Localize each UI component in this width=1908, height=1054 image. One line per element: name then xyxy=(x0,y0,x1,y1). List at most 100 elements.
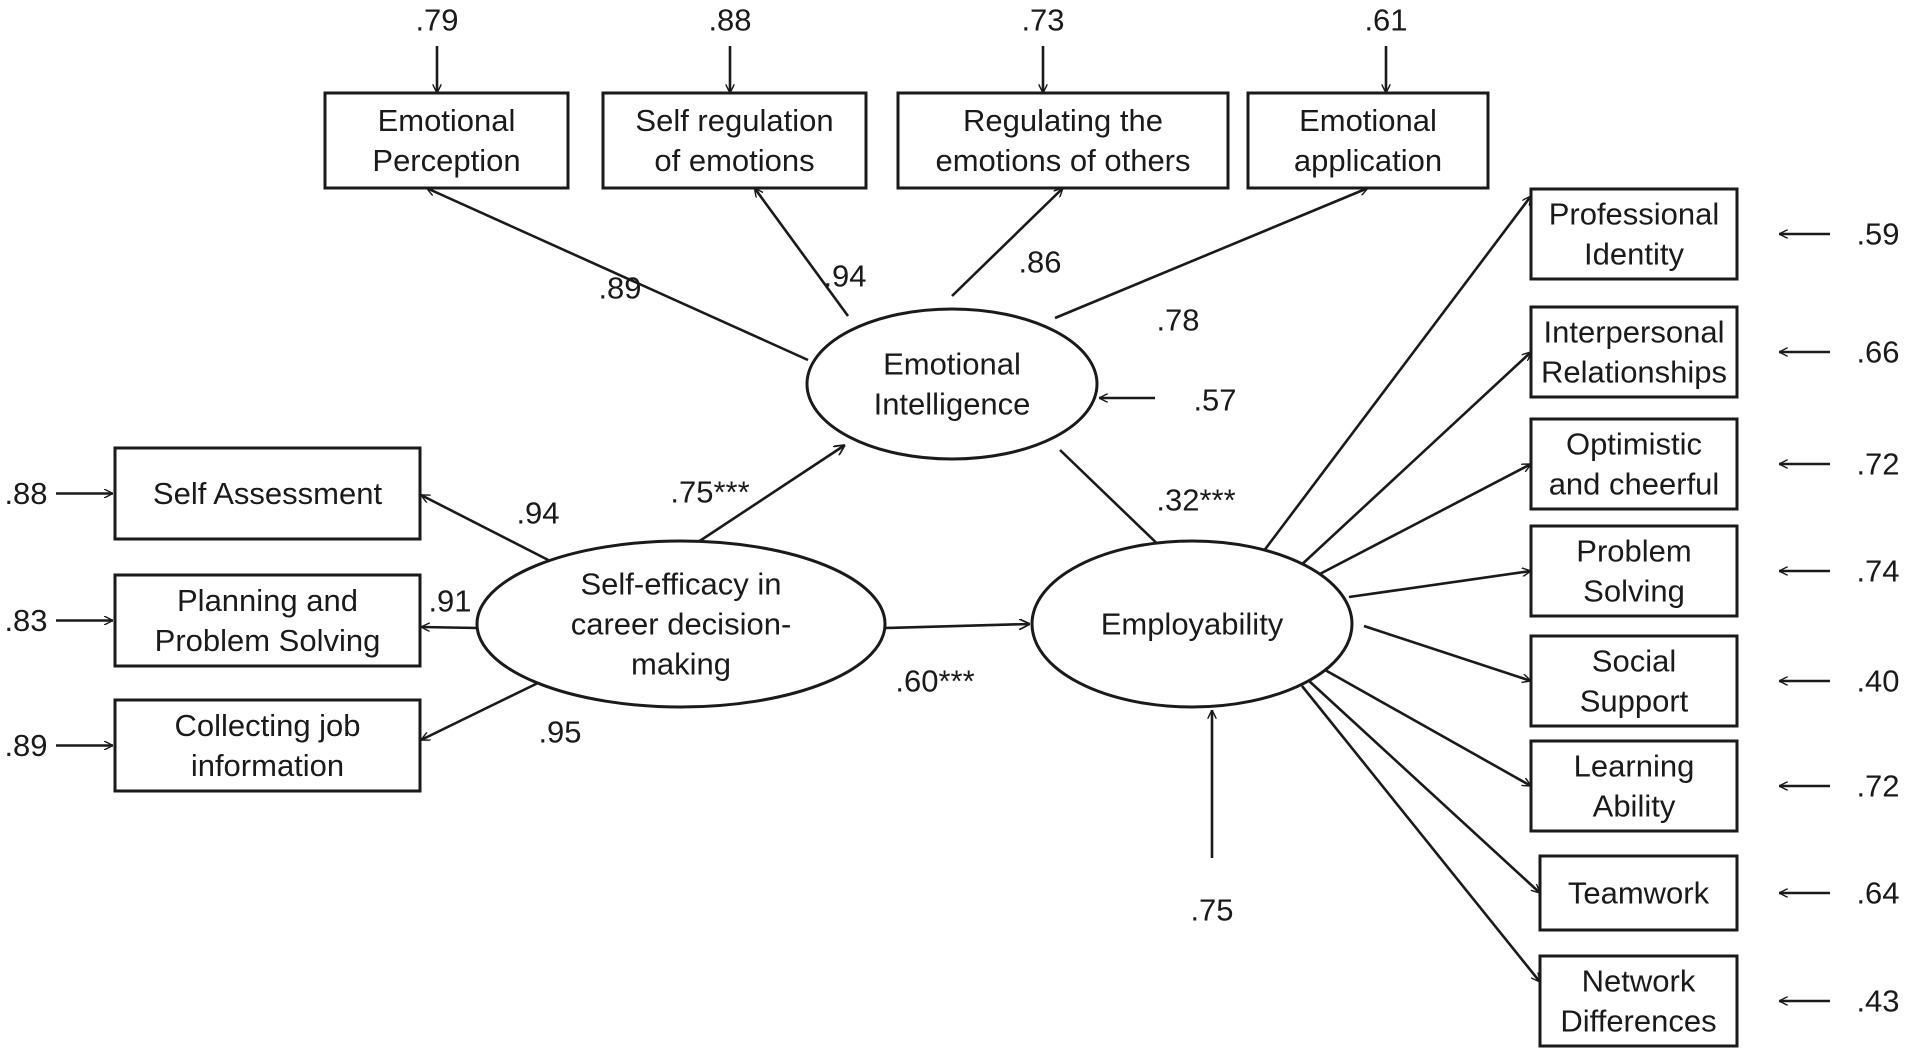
path-arrow-se-to-emp xyxy=(884,624,1030,628)
emp-indicator-box-7-frame xyxy=(1538,854,1739,932)
emp-loading-arrow-2 xyxy=(1297,352,1531,569)
se-indicator-box-3-line: information xyxy=(191,748,344,783)
emp-error-label-4: .74 xyxy=(1856,554,1899,589)
emp-indicator-box-6-line: Ability xyxy=(1593,789,1676,824)
ei-loading-arrow-1 xyxy=(427,186,809,362)
ei-indicator-box-2-line: of emotions xyxy=(654,143,814,178)
emp-indicator-box-3-frame xyxy=(1529,417,1739,511)
se-loading-label-3: .95 xyxy=(538,715,581,750)
path-label-ei-to-emp: .32*** xyxy=(1156,483,1235,518)
ei-loading-label-3: .86 xyxy=(1018,245,1061,280)
emp-indicator-box-6-frame xyxy=(1529,739,1739,833)
ei-loading-arrow-3 xyxy=(951,188,1063,297)
emp-indicator-box-2-line: Interpersonal xyxy=(1544,315,1725,350)
emp-indicator-box-8-line: Network xyxy=(1582,964,1696,999)
emp-indicator-box-5-line: Social xyxy=(1592,644,1676,679)
emp-indicator-box-4-frame xyxy=(1529,524,1739,618)
ei-indicator-box-2-line: Self regulation xyxy=(635,103,833,138)
latent-emotional-intelligence-line: Emotional xyxy=(883,347,1021,382)
emp-indicator-box-2-frame xyxy=(1529,305,1739,399)
emp-indicator-box-5-line: Support xyxy=(1580,684,1689,719)
emp-indicator-box-4-line: Problem xyxy=(1576,534,1691,569)
latent-employability-line: Employability xyxy=(1101,607,1284,642)
emp-indicator-box-3-line: Optimistic xyxy=(1566,427,1702,462)
se-error-label-2: .83 xyxy=(4,603,47,638)
path-label-se-to-ei: .75*** xyxy=(670,475,749,510)
latent-employability-outline xyxy=(1030,539,1354,709)
emp-error-label-3: .72 xyxy=(1856,447,1899,482)
latent-self-efficacy-line: career decision- xyxy=(571,607,792,642)
ei-loading-arrow-2 xyxy=(753,188,850,317)
emp-error-label-7: .64 xyxy=(1856,876,1899,911)
se-indicator-box-1-line: Self Assessment xyxy=(153,476,383,511)
emp-indicator-box-5-frame xyxy=(1529,634,1739,728)
disturbance-label-emp: .75 xyxy=(1190,893,1233,928)
emp-indicator-box-7-line: Teamwork xyxy=(1568,876,1710,911)
ei-indicator-box-4-line: Emotional xyxy=(1299,103,1437,138)
se-indicator-box-1: Self Assessment xyxy=(113,446,422,541)
se-loading-arrow-1 xyxy=(421,493,561,568)
emp-indicator-box-1-line: Professional xyxy=(1549,197,1720,232)
emp-error-label-5: .40 xyxy=(1856,664,1899,699)
ei-indicator-box-3: Regulating the emotions of others xyxy=(896,91,1230,190)
se-error-label-1: .88 xyxy=(4,476,47,511)
se-indicator-box-2-line: Problem Solving xyxy=(155,623,381,658)
emp-error-label-6: .72 xyxy=(1856,769,1899,804)
emp-loading-arrow-5 xyxy=(1363,624,1531,681)
emp-loading-arrow-1 xyxy=(1255,196,1533,561)
ei-indicator-box-3-line: Regulating the xyxy=(963,103,1163,138)
ei-error-label-1: .79 xyxy=(415,3,458,38)
latent-self-efficacy: Self-efficacy in career decision-making xyxy=(475,539,887,709)
ei-indicator-box-4-line: application xyxy=(1294,143,1442,178)
se-loading-arrow-2 xyxy=(421,627,479,628)
latent-employability: Employability xyxy=(1030,539,1354,709)
emp-error-label-2: .66 xyxy=(1856,335,1899,370)
emp-indicator-box-8-frame xyxy=(1538,954,1739,1048)
ei-indicator-box-1-line: Emotional xyxy=(378,103,516,138)
emp-indicator-box-8-line: Differences xyxy=(1560,1004,1716,1039)
emp-indicator-box-1-frame xyxy=(1529,187,1739,281)
ei-loading-label-2: .94 xyxy=(823,259,866,294)
latent-self-efficacy-line: making xyxy=(631,647,731,682)
se-indicator-box-2-line: Planning and xyxy=(177,583,358,618)
se-loading-label-1: .94 xyxy=(516,496,559,531)
latent-self-efficacy-outline xyxy=(475,539,887,709)
latent-self-efficacy-line: Self-efficacy in xyxy=(580,567,781,602)
emp-indicator-box-4-line: Solving xyxy=(1583,574,1685,609)
emp-indicator-box-1-line: Identity xyxy=(1584,237,1684,272)
ei-indicator-box-1-line: Perception xyxy=(372,143,520,178)
ei-indicator-box-3-line: emotions of others xyxy=(935,143,1190,178)
ei-indicator-box-2: Self regulation of emotions xyxy=(601,91,868,190)
emp-error-label-1: .59 xyxy=(1856,217,1899,252)
emp-error-label-8: .43 xyxy=(1856,984,1899,1019)
emp-loading-arrow-6 xyxy=(1317,664,1531,788)
ei-indicator-box-3-frame xyxy=(896,91,1230,190)
ei-indicator-box-4: Emotional application xyxy=(1246,91,1490,190)
emp-indicator-box-7: Teamwork xyxy=(1538,854,1739,932)
se-indicator-box-2-frame xyxy=(113,573,422,668)
se-loading-arrow-3 xyxy=(421,680,541,742)
latent-emotional-intelligence-outline xyxy=(805,307,1099,461)
se-error-label-3: .89 xyxy=(4,728,47,763)
emp-loading-arrow-4 xyxy=(1348,571,1531,599)
path-label-se-to-emp: .60*** xyxy=(895,664,974,699)
ei-loading-label-4: .78 xyxy=(1156,303,1199,338)
disturbance-label-ei: .57 xyxy=(1193,383,1236,418)
emp-indicator-box-2-line: Relationships xyxy=(1541,355,1727,390)
emp-loading-arrow-3 xyxy=(1313,462,1531,579)
emp-loading-arrow-8 xyxy=(1300,685,1542,982)
path-arrow-ei-to-emp xyxy=(1059,449,1170,556)
emp-indicator-box-6-line: Learning xyxy=(1574,749,1695,784)
emp-loading-arrow-7 xyxy=(1307,679,1540,893)
